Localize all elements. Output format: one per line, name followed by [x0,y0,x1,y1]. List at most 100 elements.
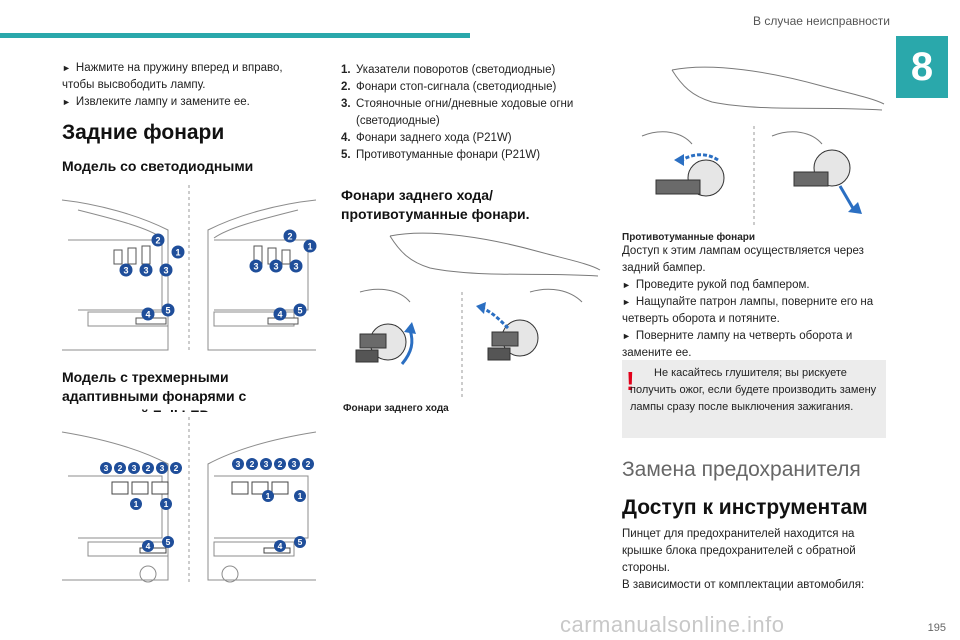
callout-marker [160,498,172,510]
watermark: carmanualsonline.info [560,612,785,637]
callout-marker [142,462,154,474]
list-item: 5.Противотуманные фонари (P21W) [341,149,541,161]
callout-marker [249,259,263,273]
callout-marker [260,458,272,470]
callout-marker [151,233,165,247]
callout-marker [161,303,175,317]
callout-label: 1 [164,499,169,509]
step-text: ►Нащупайте патрон лампы, поверните его н… [622,296,874,325]
callout-legend-list: 1.Указатели поворотов (светодиодные) 2.Ф… [341,62,603,164]
callout-label: 1 [134,499,139,509]
column-3: Противотуманные фонари Доступ к этим лам… [622,232,886,362]
header-accent-bar [0,33,470,38]
reverse-fog-heading: Фонари заднего хода/противотуманные фона… [341,187,530,222]
fuse-section-title: Замена предохранителя [622,458,861,481]
column-1: ►Нажмите на пружину вперед и вправо, что… [62,60,312,195]
callout-label: 2 [174,463,179,473]
callout-label: 3 [264,459,269,469]
step-text: ►Нажмите на пружину вперед и вправо, что… [62,62,283,91]
fog-lamp-diagram [622,56,887,226]
callout-marker [283,229,297,243]
callout-label: 3 [132,463,137,473]
callout-marker [269,259,283,273]
warning-text: Не касайтесь глушителя; вы рискуете полу… [630,367,877,413]
callout-marker [170,462,182,474]
callout-label: 4 [277,310,282,320]
callout-label: 3 [236,459,241,469]
callout-label: 1 [307,242,312,252]
column-3-lower: Замена предохранителя Доступ к инструмен… [622,458,886,594]
section-heading: Задние фонари [62,121,225,144]
callout-marker [273,307,287,321]
warning-icon: ! [626,366,635,396]
callout-label: 3 [253,262,258,272]
callout-marker [159,263,173,277]
rear-lights-led-diagram: 2 1 3 3 3 4 5 2 1 3 3 3 4 5 [58,180,320,356]
list-item: 3.Стояночные огни/дневные ходовые огни (… [341,98,574,127]
callout-marker [162,536,174,548]
callout-marker [289,259,303,273]
page-number: 195 [927,622,946,634]
callout-label: 3 [143,266,148,276]
callout-label: 3 [292,459,297,469]
step-text: ►Извлеките лампу и замените ее. [62,96,250,108]
list-item: 2.Фонари стоп-сигнала (светодиодные) [341,81,557,93]
callout-marker [139,263,153,277]
callout-marker [156,462,168,474]
callout-label: 5 [297,306,302,316]
callout-marker [274,458,286,470]
callout-marker [246,458,258,470]
list-item: 1.Указатели поворотов (светодиодные) [341,64,556,76]
callout-label: 2 [278,459,283,469]
callout-label: 2 [155,236,160,246]
callout-marker [303,239,317,253]
callout-label: 1 [266,491,271,501]
callout-label: 2 [118,463,123,473]
running-header: В случае неисправности [753,14,890,28]
callout-marker [128,462,140,474]
callout-marker [262,490,274,502]
fog-lamp-caption: Противотуманные фонари [622,232,756,243]
callout-marker [141,307,155,321]
column-2: 1.Указатели поворотов (светодиодные) 2.Ф… [341,62,603,224]
callout-label: 3 [273,262,278,272]
reverse-lamp-caption: Фонари заднего хода [343,403,449,414]
callout-label: 2 [287,232,292,242]
callout-label: 4 [278,541,283,551]
step-text: ►Поверните лампу на четверть оборота и з… [622,330,853,359]
callout-label: 3 [123,266,128,276]
callout-label: 2 [306,459,311,469]
callout-marker [294,536,306,548]
callout-marker [288,458,300,470]
callout-label: 3 [293,262,298,272]
callout-label: 5 [166,537,171,547]
callout-label: 2 [146,463,151,473]
callout-marker [294,490,306,502]
callout-label: 3 [104,463,109,473]
callout-marker [302,458,314,470]
callout-label: 5 [298,537,303,547]
callout-label: 1 [298,491,303,501]
callout-marker [130,498,142,510]
paragraph: В зависимости от комплектации автомобиля… [622,579,865,591]
intro-text: Доступ к этим лампам осуществляется чере… [622,245,864,274]
callout-marker [100,462,112,474]
callout-marker [142,540,154,552]
paragraph: Пинцет для предохранителей находится на … [622,528,856,574]
callout-label: 4 [146,541,151,551]
step-text: ►Проведите рукой под бампером. [622,279,810,291]
callout-marker [293,303,307,317]
callout-marker [119,263,133,277]
callout-label: 3 [160,463,165,473]
callout-label: 2 [250,459,255,469]
rear-lights-full-led-diagram: 3 2 3 2 3 2 1 1 4 5 3 2 3 2 3 2 1 1 4 5 [58,412,320,584]
reversing-lamp-diagram [340,222,602,400]
callout-marker [114,462,126,474]
callout-label: 1 [175,248,180,258]
callout-label: 5 [165,306,170,316]
callout-label: 4 [145,310,150,320]
list-item: 4.Фонари заднего хода (P21W) [341,132,512,144]
tools-heading: Доступ к инструментам [622,496,868,519]
callout-label: 3 [163,266,168,276]
callout-marker [274,540,286,552]
